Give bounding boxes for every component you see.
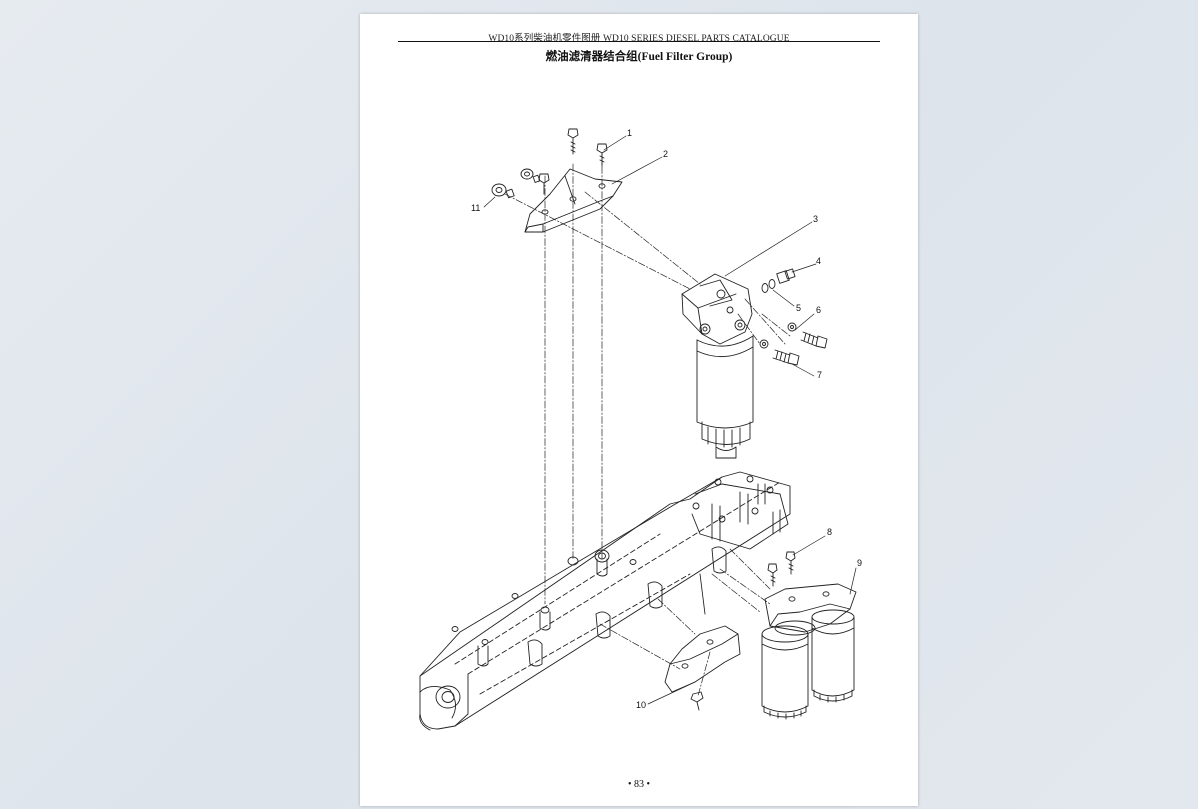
callout-3: 3 (813, 214, 818, 224)
callout-11: 11 (471, 203, 480, 213)
catalogue-page: WD10系列柴油机零件图册 WD10 SERIES DIESEL PARTS C… (360, 14, 918, 806)
part-6-washers (759, 322, 797, 349)
page-header: WD10系列柴油机零件图册 WD10 SERIES DIESEL PARTS C… (488, 34, 790, 44)
callout-8: 8 (827, 527, 832, 537)
page-title: 燃油滤清器结合组(Fuel Filter Group) (545, 51, 733, 63)
callout-5: 5 (796, 303, 801, 313)
part-5-washers (761, 279, 776, 293)
callout-4: 4 (816, 256, 821, 266)
part-11-nuts (491, 168, 541, 199)
part-3-filter-head (681, 273, 754, 459)
part-1-bolts (538, 128, 608, 195)
page-number: • 83 • (627, 779, 650, 790)
gear-housing (419, 471, 791, 731)
callout-10: 10 (636, 700, 646, 710)
part-4-fitting (776, 268, 796, 284)
part-2-bracket (524, 168, 623, 233)
callout-leaders (483, 135, 857, 705)
header-rule (398, 41, 880, 42)
callout-1: 1 (627, 128, 632, 138)
callout-6: 6 (816, 305, 821, 315)
alignment-lines (504, 153, 791, 697)
part-7-bolts (772, 331, 828, 366)
part-8-bolts (767, 551, 796, 587)
part-10-bracket (664, 625, 741, 711)
callout-9: 9 (857, 558, 862, 568)
part-9-dual-filter (761, 583, 857, 720)
callout-2: 2 (663, 149, 668, 159)
callout-labels: 1 2 3 4 5 6 7 8 9 10 11 (471, 128, 862, 710)
exploded-parts-diagram: 1 2 3 4 5 6 7 8 9 10 11 (419, 128, 862, 731)
callout-7: 7 (817, 370, 822, 380)
